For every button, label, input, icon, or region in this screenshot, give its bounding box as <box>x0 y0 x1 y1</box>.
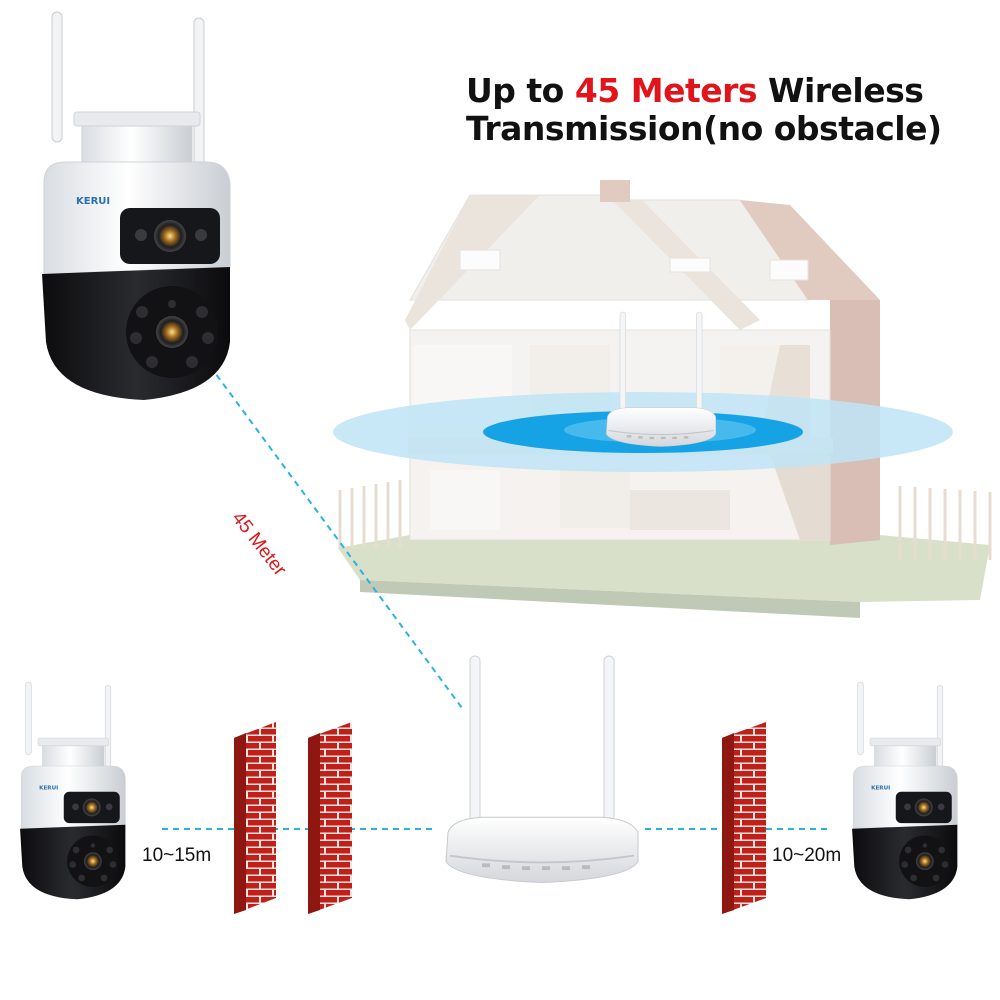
right-distance-label: 10~20m <box>772 845 842 866</box>
headline: Up to 45 Meters Wireless Transmission(no… <box>466 72 986 148</box>
headline-prefix: Up to <box>466 71 575 110</box>
camera-right-icon <box>851 681 958 900</box>
diagonal-link-line <box>209 365 463 709</box>
camera-main-icon <box>41 11 231 401</box>
router-icon <box>445 655 639 884</box>
headline-line2: Transmission(no obstacle) <box>466 109 942 148</box>
brick-wall-right <box>722 722 766 914</box>
brick-wall-left-2 <box>308 722 352 914</box>
headline-suffix: Wireless <box>757 71 924 110</box>
left-distance-label: 10~15m <box>142 845 212 866</box>
headline-accent: 45 Meters <box>574 71 758 110</box>
brick-wall-left-1 <box>234 722 276 914</box>
camera-left-icon <box>19 681 126 900</box>
